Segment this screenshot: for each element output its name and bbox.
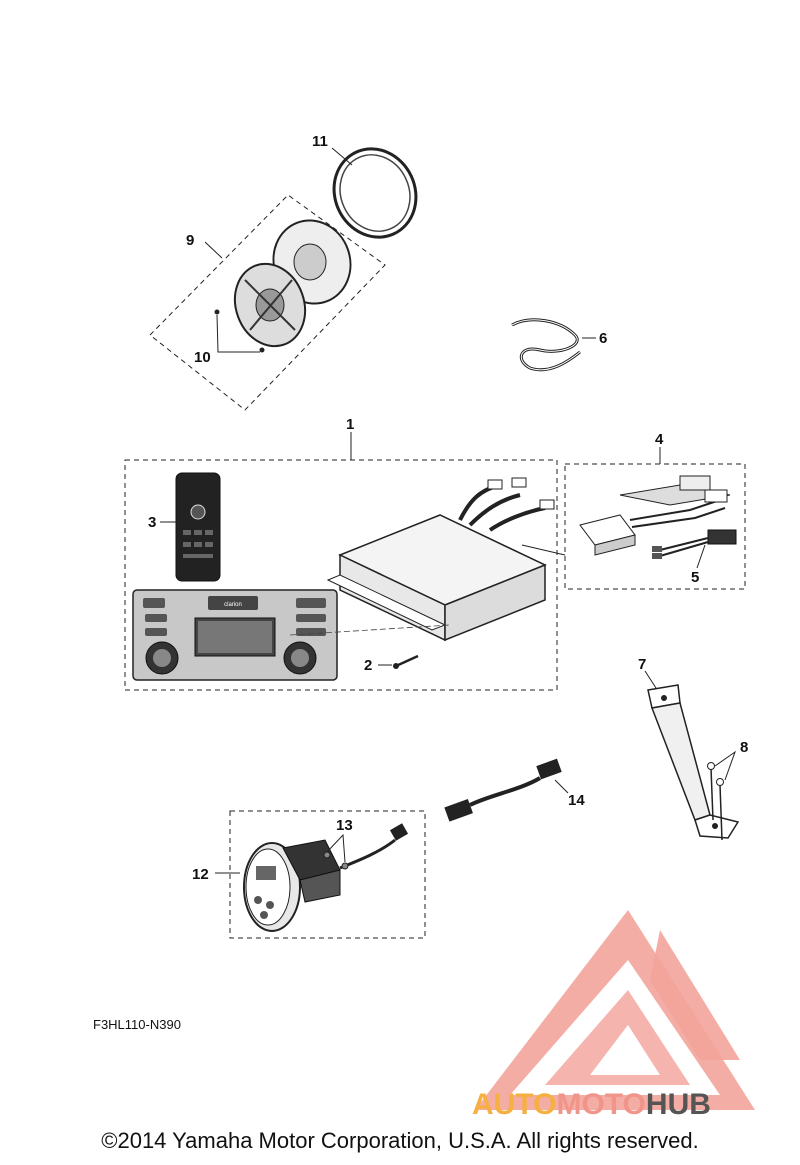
part-3-remote-control[interactable] [175,472,221,582]
leader-8 [714,750,736,781]
part-4-link-line [521,544,566,556]
leader-14 [554,779,569,794]
callout-12: 12 [192,866,209,883]
callout-9: 9 [186,232,194,249]
callout-4: 4 [655,431,664,448]
part-10-screws[interactable] [214,309,265,353]
leader-10 [216,314,260,353]
watermark-word-auto: AUTO [472,1088,556,1121]
callout-10: 10 [194,349,211,366]
part-5-rca-connector[interactable] [652,529,737,559]
part-14-usb-cable[interactable] [444,758,562,822]
watermark-wordmark: AUTOMOTOHUB [472,1088,711,1121]
callout-1: 1 [346,416,354,433]
part-13-screws[interactable] [323,851,349,870]
callout-2: 2 [364,657,372,674]
callout-5: 5 [691,569,699,586]
callout-13: 13 [336,817,353,834]
diagram-code: F3HL110-N390 [93,1017,181,1032]
part-7-bracket[interactable] [647,684,740,839]
leader-11 [331,147,353,166]
callout-11: 11 [312,133,328,150]
leader-9 [204,241,223,259]
part-9-speaker[interactable] [224,210,362,357]
part-1-group-box [124,459,558,691]
part-4-wiring-harness[interactable] [579,475,731,556]
watermark-word-moto: MOTO [556,1088,645,1121]
leader-7 [644,670,657,689]
callout-14: 14 [568,792,585,809]
stereo-brand-label: clarion [224,602,242,608]
part-9-group-box [149,194,386,411]
part-12-group-box [229,810,426,939]
leader-13 [326,833,346,863]
callout-7: 7 [638,656,646,673]
callout-6: 6 [599,330,607,347]
part-12-remote-display[interactable] [243,823,409,932]
callout-8: 8 [740,739,748,756]
leader-5 [696,544,706,569]
part-4-group-box [564,463,746,590]
part-11-gasket-ring[interactable] [320,135,431,250]
part-1-stereo-faceplate[interactable]: clarion [132,589,338,681]
copyright-notice: ©2014 Yamaha Motor Corporation, U.S.A. A… [101,1128,699,1153]
watermark-logo [475,910,755,1110]
part-1-stereo-chassis[interactable] [326,477,555,642]
callout-3: 3 [148,514,156,531]
watermark-word-hub: HUB [646,1088,711,1121]
part-6-wire-harness[interactable] [511,318,581,372]
part-2-screw[interactable] [393,654,419,669]
part-8-screws[interactable] [707,762,724,841]
